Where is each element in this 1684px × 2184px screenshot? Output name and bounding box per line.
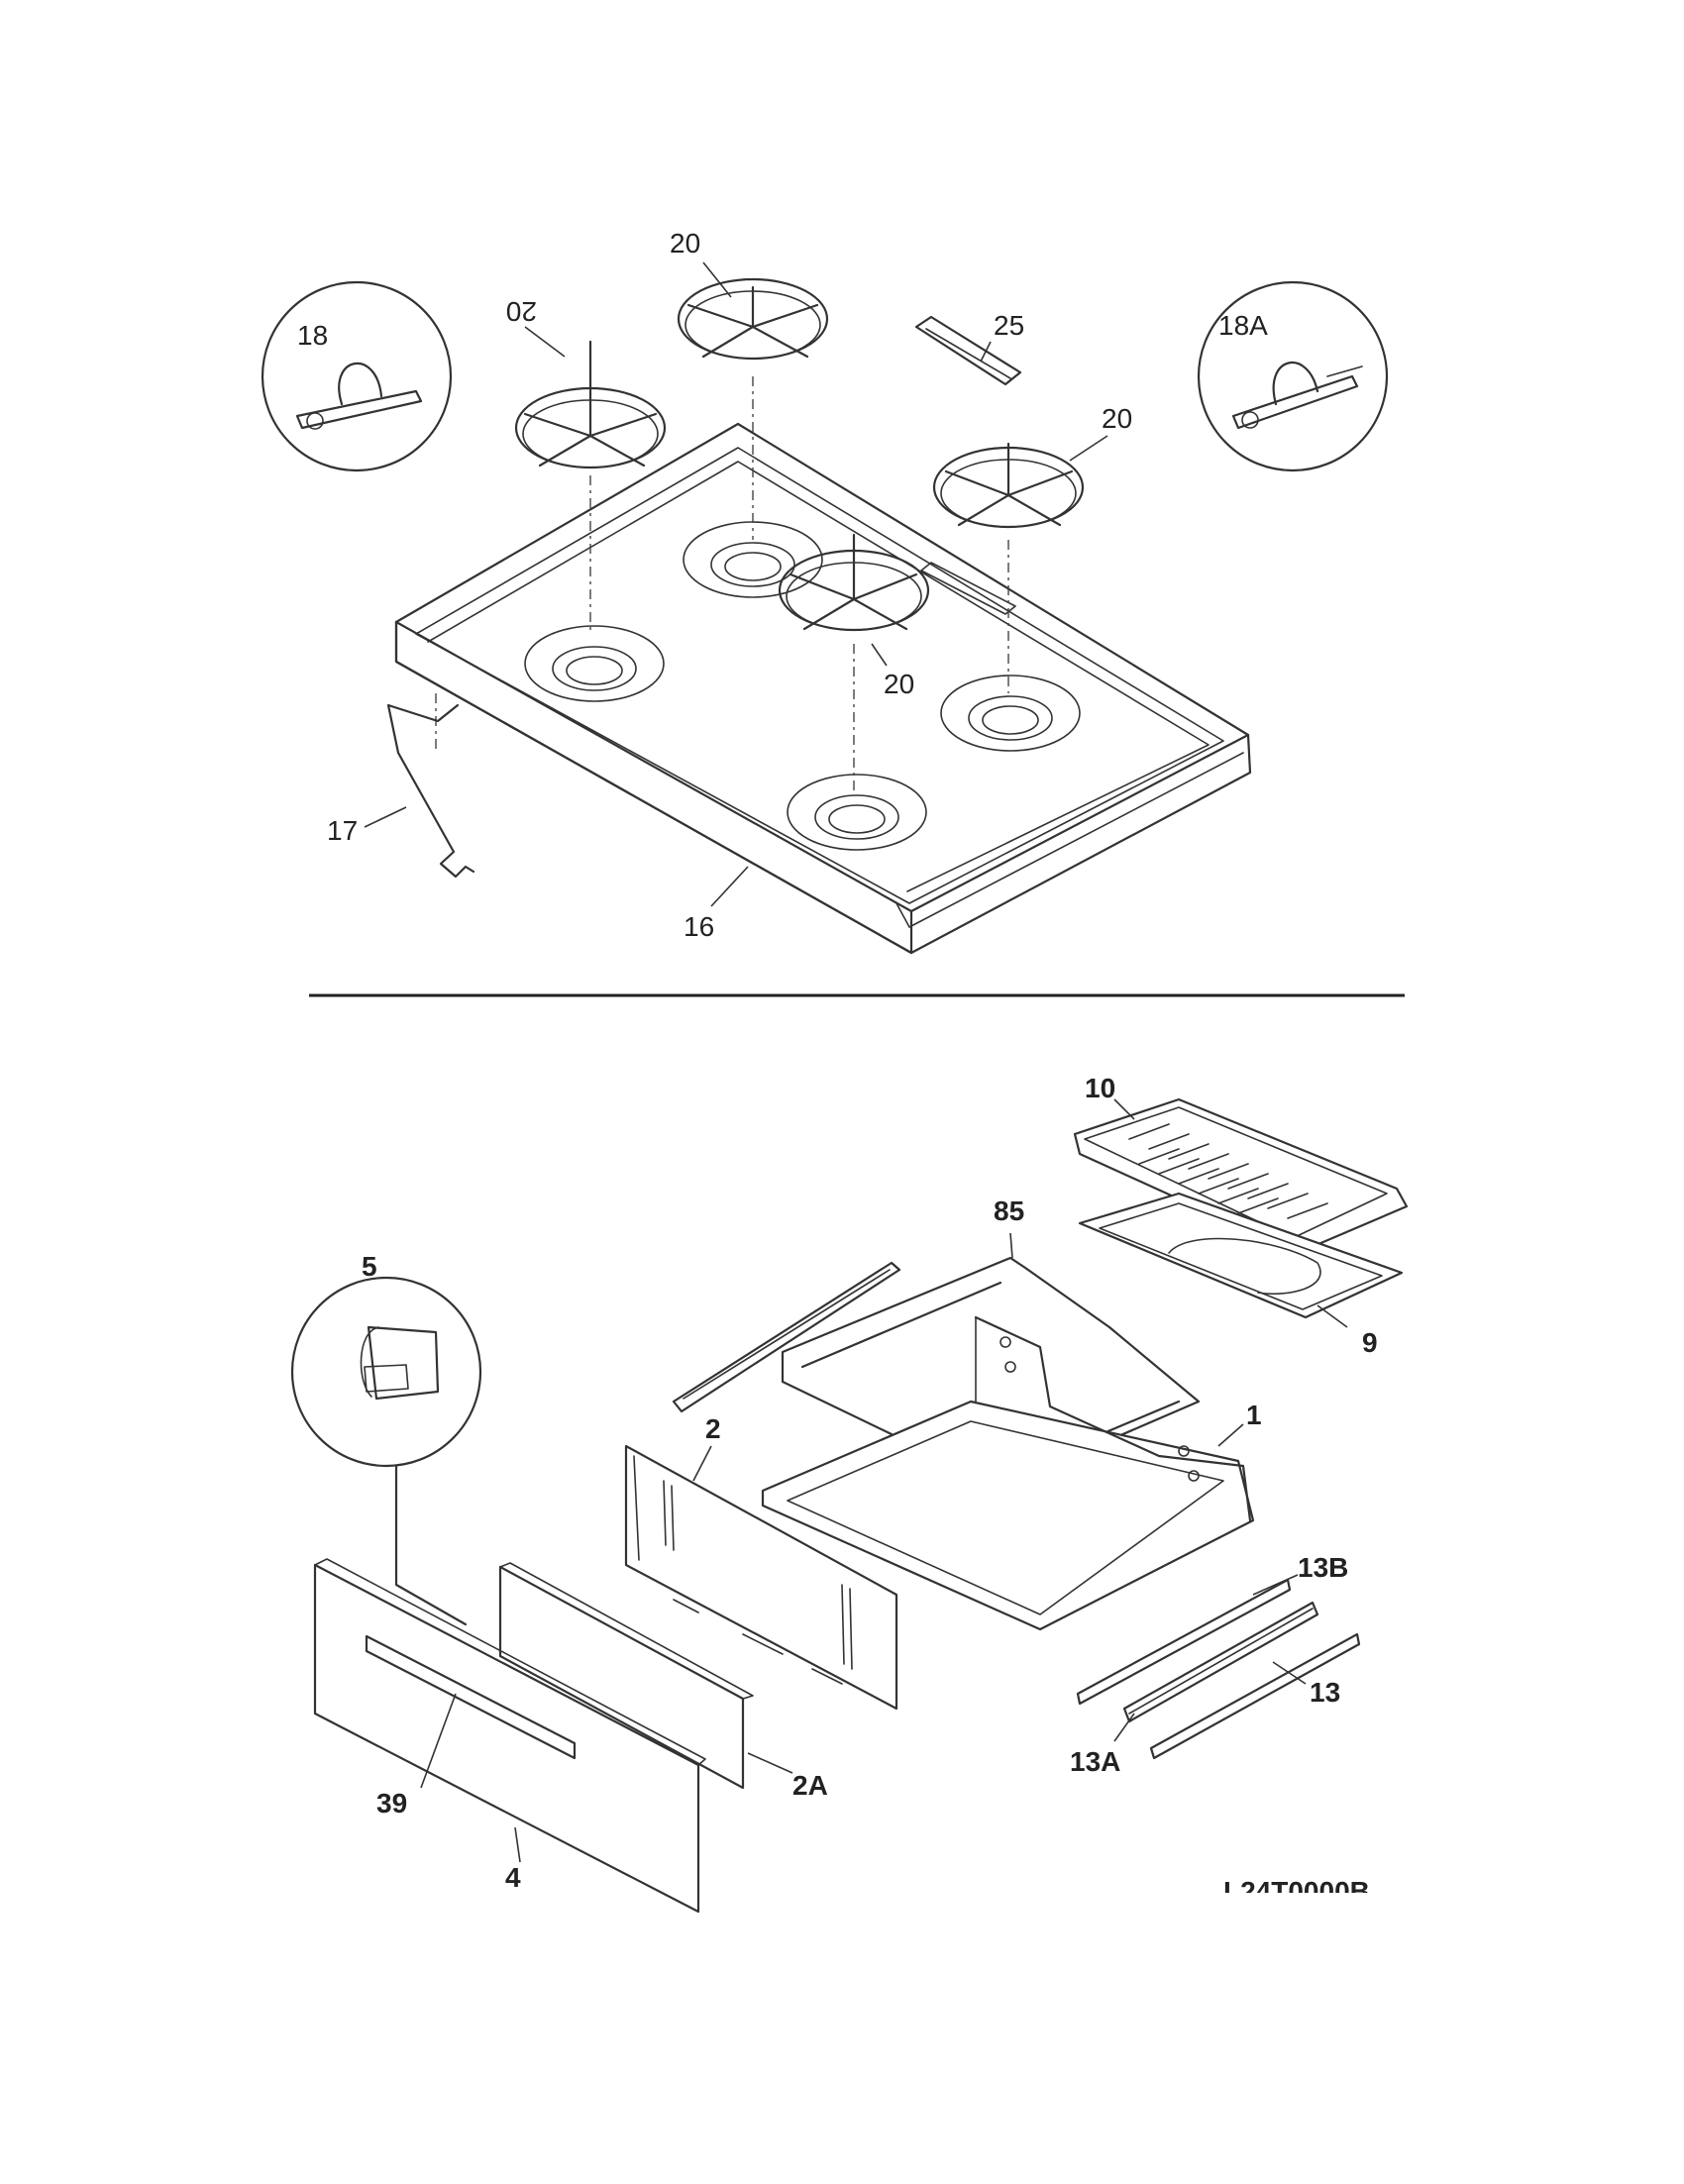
vent-trim [914,315,1022,386]
drawing-code: L24T0000B [1223,1876,1370,1907]
cooktop-group [394,422,1252,955]
label-rack: 85 [994,1196,1024,1226]
label-slide-inner: 13B [1298,1552,1348,1583]
label-grate-rear-left: 20 [506,296,537,327]
label-cooktop: 16 [684,911,714,942]
label-grate-right: 20 [1102,403,1132,434]
grate-front-center [778,533,930,632]
label-broiler-grid: 10 [1085,1073,1115,1103]
drawer-front-panel [313,1558,706,1914]
detail-circle-clip [290,1276,482,1626]
leader-lines-upper [364,261,1108,907]
burner-bowl-right [940,675,1081,752]
burner-bowl-front-center [787,774,927,851]
label-detail-right: 18A [1218,310,1268,341]
burner-bowl-front-left [524,625,665,702]
drawer-inner-front [498,1562,754,1790]
label-drawer-handle: 39 [376,1788,407,1819]
label-slide-outer: 13 [1310,1677,1340,1708]
left-slide-rail [672,1261,901,1413]
label-drawer-inner-front: 2A [792,1770,828,1801]
label-grate-front-center: 20 [884,669,914,699]
grate-rear-center [677,277,829,361]
leader-lines-lower [420,1098,1348,1863]
cooktop-outline [394,422,1252,955]
assembly-centerlines [435,376,1009,792]
broiler-grid [1073,1097,1409,1255]
label-grate-rear-center: 20 [670,228,700,259]
drawing-code-clip: L24T0000B [1223,1876,1370,1907]
label-slide-mid: 13A [1070,1746,1120,1777]
detail-circle-right [1197,280,1389,472]
label-wire-support: 17 [327,815,358,846]
drawer-slide-mid [1122,1601,1319,1723]
label-drawer-rear-panel: 2 [705,1413,721,1444]
drawer-body [761,1315,1255,1631]
broiler-pan [1078,1192,1404,1319]
label-broiler-pan: 9 [1362,1327,1378,1358]
grate-right [932,442,1085,529]
drawer-rear-panel [624,1444,898,1711]
label-drawer-front-panel: 4 [505,1862,521,1893]
detail-circle-left [261,280,453,472]
grate-rear-left [514,340,667,469]
wire-support [386,703,475,879]
drawer-handle [365,1634,577,1760]
drawer-slide-inner [1076,1578,1292,1706]
label-detail-left: 18 [297,320,328,351]
label-drawer-body: 1 [1246,1400,1262,1430]
label-vent-trim: 25 [994,310,1024,341]
label-detail-clip: 5 [362,1251,377,1282]
